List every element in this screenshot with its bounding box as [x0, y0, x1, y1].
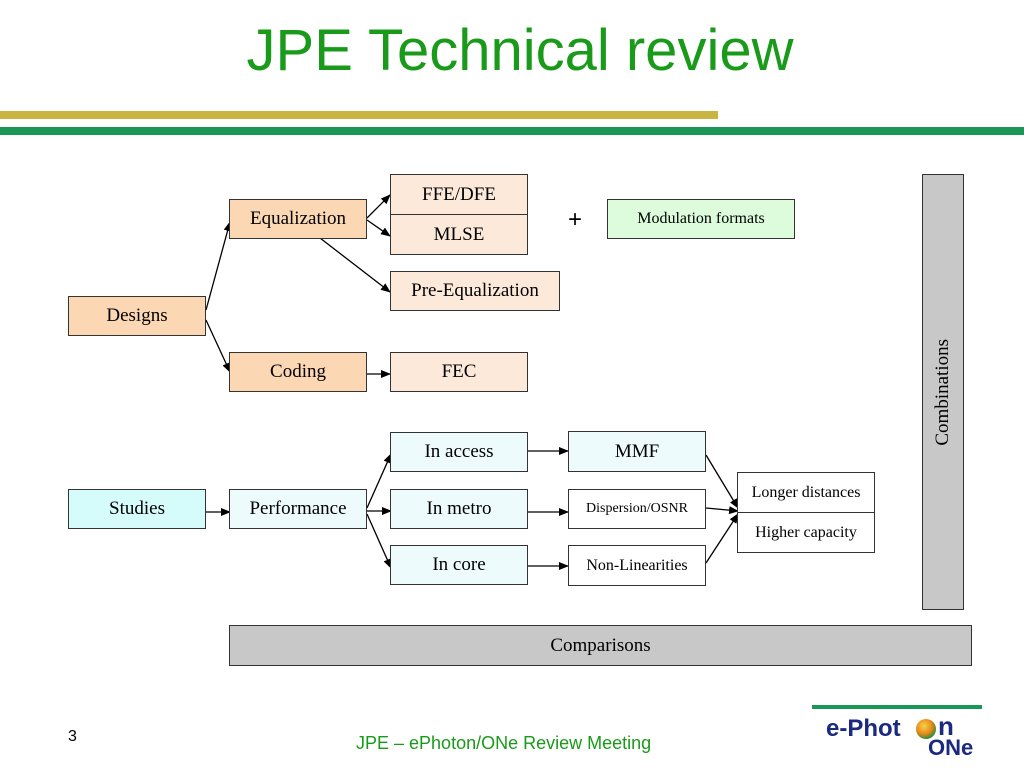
modulation-formats-node: Modulation formats	[607, 199, 795, 239]
ffe-dfe-node: FFE/DFE	[390, 174, 528, 215]
green-divider-bar	[0, 127, 1024, 135]
coding-node: Coding	[229, 352, 367, 392]
logo-text: e-Phot	[826, 715, 901, 742]
logo-underline	[812, 705, 982, 709]
logo-one-text: ONe	[928, 735, 974, 760]
equalization-node: Equalization	[229, 199, 367, 239]
in-metro-node: In metro	[390, 489, 528, 529]
longer-distances-node: Longer distances	[737, 472, 875, 513]
arrow-mmf-longer	[705, 454, 739, 509]
arrow-performance-core	[366, 513, 392, 569]
comparisons-bar: Comparisons	[229, 625, 972, 666]
globe-icon	[916, 719, 936, 739]
performance-node: Performance	[229, 489, 367, 529]
arrow-equalization-ffe	[366, 194, 391, 219]
arrow-performance-access	[366, 453, 392, 509]
arrow-dispersion-longer	[705, 506, 739, 515]
arrow-designs-equalization	[205, 221, 232, 311]
dispersion-osnr-node: Dispersion/OSNR	[568, 489, 706, 529]
in-core-node: In core	[390, 545, 528, 585]
plus-sign: +	[568, 206, 583, 233]
footer-text: JPE – ePhoton/ONe Review Meeting	[356, 733, 652, 753]
ephoton-one-logo: e-Phot n ONe	[812, 705, 982, 765]
arrow-equalization-pre	[319, 237, 391, 293]
fec-node: FEC	[390, 352, 528, 392]
gold-divider-bar	[0, 111, 718, 119]
arrow-equalization-mlse	[366, 219, 391, 237]
designs-node: Designs	[68, 296, 206, 336]
slide-title: JPE Technical review	[246, 18, 794, 83]
logo-on-text: n	[938, 711, 954, 741]
combinations-bar: Combinations	[922, 174, 964, 610]
arrow-nonlin-longer	[705, 513, 739, 564]
in-access-node: In access	[390, 432, 528, 472]
page-number: 3	[68, 728, 77, 745]
combinations-label: Combinations	[932, 338, 953, 446]
mlse-node: MLSE	[390, 214, 528, 255]
pre-equalization-node: Pre-Equalization	[390, 271, 560, 311]
mmf-node: MMF	[568, 431, 706, 472]
studies-node: Studies	[68, 489, 206, 529]
arrow-designs-coding	[205, 319, 231, 373]
higher-capacity-node: Higher capacity	[737, 512, 875, 553]
non-linearities-node: Non-Linearities	[568, 545, 706, 586]
